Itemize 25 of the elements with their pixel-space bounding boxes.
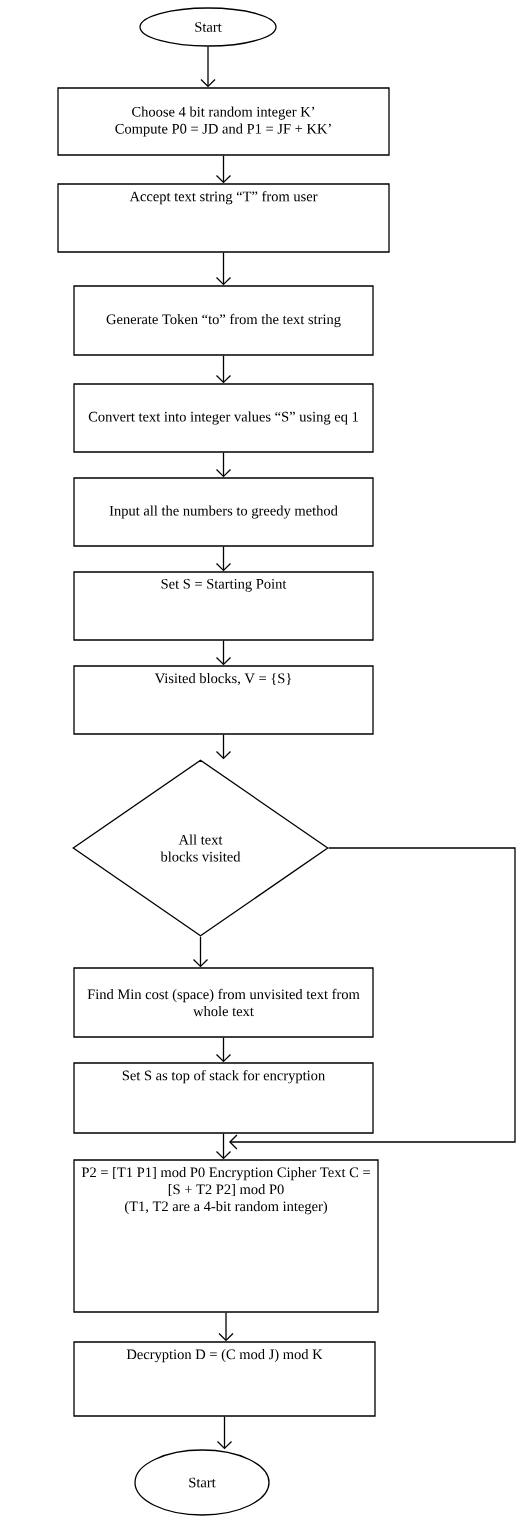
process-box: Set S = Starting Point [73,571,374,641]
arrow [215,734,232,760]
arrow [215,1037,232,1063]
loop-arrow [229,847,516,1150]
arrow [216,1416,233,1450]
arrow [215,1133,232,1160]
arrow [215,640,232,666]
process-box: Input all the numbers to greedy method [73,477,374,547]
arrow [218,1312,234,1342]
process-box: Choose 4 bit random integer K’ Compute P0 = JD and P1 = JF + KK’ [57,87,390,156]
arrow [192,936,209,968]
arrow [215,452,232,478]
arrow [215,355,232,384]
process-box: Generate Token “to” from the text string [73,285,374,356]
process-box: Decryption D = (C mod J) mod K [73,1341,376,1417]
arrow [215,155,232,184]
arrow [215,546,232,572]
process-box: P2 = [T1 P1] mod P0 Encryption Cipher Text C = [S + T2 P2] mod P0 (T1, T2 are a 4-bit random integer) [73,1159,379,1313]
process-box: Find Min cost (space) from unvisited text from whole text [73,967,374,1038]
process-box: Set S as top of stack for encryption [73,1062,374,1134]
process-box: Visited blocks, V = {S} [73,665,374,735]
arrow [215,252,232,286]
process-box: Convert text into integer values “S” using eq 1 [73,383,374,453]
arrow [200,46,216,88]
process-box: Accept text string “T” from user [57,183,390,253]
